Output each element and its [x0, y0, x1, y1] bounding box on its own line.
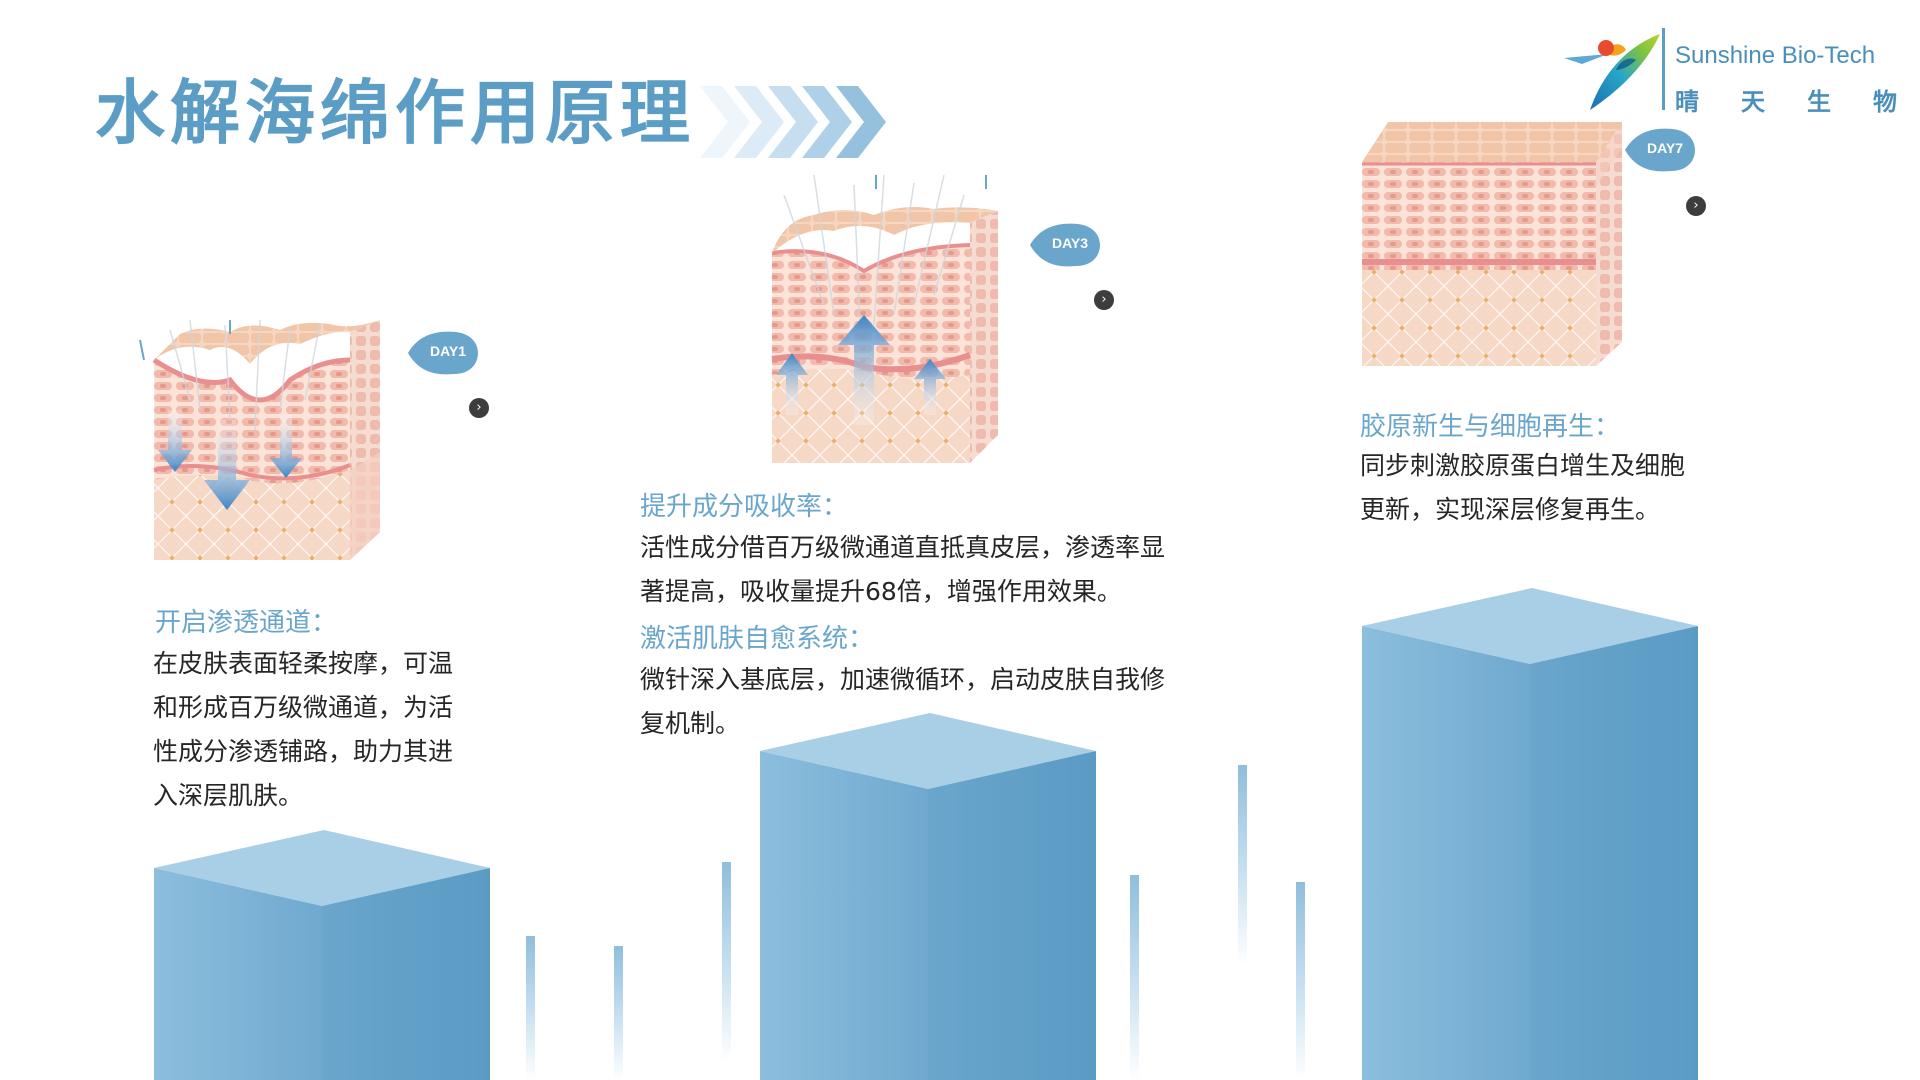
stage1-body: 在皮肤表面轻柔按摩，可温 和形成百万级微通道，为活 性成分渗透铺路，助力其进 入… — [153, 642, 533, 818]
pillar-block-2 — [760, 713, 1096, 1080]
brand-name-en: Sunshine Bio-Tech — [1675, 42, 1876, 69]
stage2-body-line: 活性成分借百万级微通道直抵真皮层，渗透率显 — [640, 533, 1166, 562]
bird-leaf-logo — [1564, 34, 1660, 110]
stage3-heading: 胶原新生与细胞再生： — [1360, 412, 1621, 442]
skin-layer-illustration-day7 — [1362, 122, 1622, 366]
stage1-heading: 开启渗透通道： — [155, 608, 338, 638]
stage1-body-line: 在皮肤表面轻柔按摩，可温 — [153, 649, 454, 678]
decorative-line — [1296, 882, 1305, 1080]
stage2-body2-line: 微针深入基底层，加速微循环，启动皮肤自我修 — [640, 665, 1166, 694]
brand-cn-char: 物 — [1873, 88, 1897, 116]
stage1-body-line: 和形成百万级微通道，为活 — [153, 693, 454, 722]
stage2-heading2: 激活肌肤自愈系统： — [640, 624, 875, 654]
skin-layer-illustration-day3 — [771, 175, 998, 463]
stage2-body-line: 著提高，吸收量提升68倍，增强作用效果。 — [640, 577, 1122, 606]
skin-layer-illustration-day1 — [139, 320, 380, 560]
chevron-right-icon[interactable]: › — [469, 398, 489, 418]
decorative-line — [1238, 765, 1247, 965]
decorative-line — [614, 946, 623, 1080]
pillar-block-3 — [1362, 588, 1698, 1080]
page-title: 水解海绵作用原理 — [95, 72, 695, 154]
day-badge-7: DAY7 — [1625, 127, 1697, 173]
chevron-right-icon[interactable]: › — [1686, 196, 1706, 216]
decorative-line — [1130, 875, 1139, 1080]
stage1-body-line: 性成分渗透铺路，助力其进 — [153, 737, 454, 766]
stage3-body-line: 更新，实现深层修复再生。 — [1360, 495, 1661, 524]
stage3-body-line: 同步刺激胶原蛋白增生及细胞 — [1360, 451, 1686, 480]
brand-cn-char: 天 — [1741, 88, 1765, 116]
brand-cn-char: 生 — [1807, 88, 1831, 116]
brand-cn-char: 晴 — [1675, 88, 1699, 116]
stage3-body: 同步刺激胶原蛋白增生及细胞 更新，实现深层修复再生。 — [1360, 444, 1780, 532]
day-badge-3: DAY3 — [1030, 222, 1102, 268]
stage2-heading: 提升成分吸收率： — [640, 492, 849, 522]
chevron-arrows-icon — [700, 86, 886, 158]
stage1-body-line: 入深层肌肤。 — [153, 781, 304, 810]
decorative-line — [722, 862, 731, 1062]
chevron-right-icon[interactable]: › — [1094, 290, 1114, 310]
stage2-body: 活性成分借百万级微通道直抵真皮层，渗透率显 著提高，吸收量提升68倍，增强作用效… — [640, 526, 1280, 614]
brand-divider — [1662, 28, 1665, 110]
decorative-line — [526, 936, 535, 1080]
stage2-body2-line: 复机制。 — [640, 709, 741, 738]
day-badge-1: DAY1 — [408, 330, 480, 376]
stage2-body2: 微针深入基底层，加速微循环，启动皮肤自我修 复机制。 — [640, 658, 1280, 746]
pillar-block-1 — [154, 830, 490, 1080]
brand-name-cn: 晴 天 生 物 — [1675, 82, 1897, 117]
